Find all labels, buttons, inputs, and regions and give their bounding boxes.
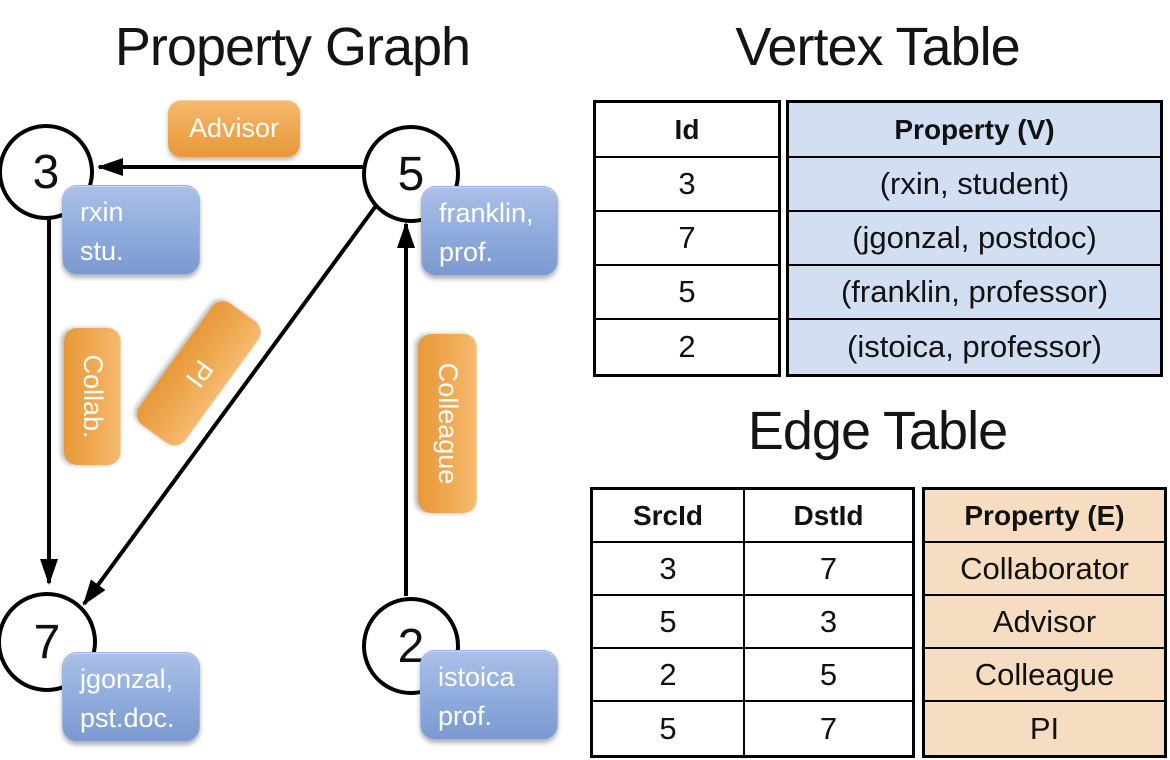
- vertex-id-label: 7: [33, 615, 61, 669]
- edge-label-text: PI: [179, 354, 220, 393]
- table-cell: 7: [743, 543, 912, 594]
- vertex-property-line2: prof.: [439, 237, 494, 268]
- vertex-property-pill-jgonzal: jgonzal, pst.doc.: [62, 652, 200, 742]
- property-graph-title: Property Graph: [114, 17, 471, 77]
- table-cell: (istoica, professor): [847, 329, 1102, 364]
- edge-label-text: Colleague: [433, 362, 463, 485]
- table-cell: (jgonzal, postdoc): [789, 212, 1160, 266]
- vertex-table-title: Vertex Table: [735, 17, 1020, 77]
- table-cell: 3: [743, 596, 912, 647]
- table-cell: 2: [659, 656, 677, 692]
- vertex-node-2: 2: [362, 597, 460, 695]
- edge-label-collab: Collab.: [64, 328, 121, 465]
- vertex-id-label: 5: [397, 147, 425, 201]
- table-cell: Advisor: [925, 596, 1164, 649]
- edge-table-src-header: SrcId: [632, 499, 704, 531]
- table-cell: PI: [1029, 710, 1060, 746]
- vertex-id-label: 3: [32, 145, 60, 199]
- vertex-property-line1: istoica: [438, 662, 515, 692]
- vertex-table-property-column: Property (V) (rxin, student) (jgonzal, p…: [786, 100, 1163, 377]
- vertex-property-line2: pst.doc.: [80, 703, 175, 734]
- edge-label-text: Advisor: [188, 113, 280, 143]
- vertex-property-line2: stu.: [80, 236, 124, 267]
- table-cell: (rxin, student): [789, 158, 1160, 212]
- edge-label-colleague: Colleague: [418, 334, 477, 513]
- edge-table-property-header: Property (E): [925, 490, 1164, 543]
- edge-label-text: Collab.: [78, 354, 108, 439]
- edge-table-dst-header: DstId: [743, 490, 912, 541]
- vertex-property-pill-istoica: istoica prof.: [420, 650, 558, 740]
- table-cell: 2: [678, 329, 696, 364]
- table-cell: 3: [596, 158, 778, 212]
- vertex-property-pill-franklin: franklin, prof.: [421, 186, 558, 276]
- edge-table-src-dst-columns: SrcId DstId 3 7 5 3 2 5 5 7: [590, 487, 915, 758]
- table-cell: 5: [659, 603, 677, 639]
- vertex-property-line1: franklin,: [439, 198, 534, 228]
- table-cell: 5: [596, 266, 778, 320]
- vertex-property-line1: rxin: [80, 197, 124, 227]
- vertex-id-label: 2: [397, 619, 425, 673]
- vertex-property-line1: jgonzal,: [80, 664, 174, 694]
- vertex-node-5: 5: [362, 125, 460, 223]
- vertex-table-property-header: Property (V): [789, 103, 1160, 158]
- edge-5-to-7: [82, 201, 380, 606]
- edge-label-advisor: Advisor: [168, 100, 300, 157]
- graph-edges: [40, 158, 415, 606]
- edge-table-property-column: Property (E) Collaborator Advisor Collea…: [922, 487, 1167, 758]
- vertex-table-id-column: Id 3 7 5 2: [593, 100, 781, 377]
- table-cell: Collaborator: [925, 543, 1164, 596]
- table-cell: Colleague: [925, 649, 1164, 702]
- table-cell: 5: [659, 710, 677, 746]
- table-cell: 5: [743, 649, 912, 700]
- vertex-property-line2: prof.: [438, 701, 493, 732]
- table-cell: 7: [596, 212, 778, 266]
- edge-table-title: Edge Table: [747, 401, 1008, 461]
- vertex-table-id-header: Id: [596, 103, 778, 158]
- table-cell: 3: [659, 550, 677, 586]
- table-cell: (franklin, professor): [789, 266, 1160, 320]
- vertex-property-pill-rxin: rxin stu.: [62, 185, 200, 275]
- table-cell: 7: [743, 702, 912, 755]
